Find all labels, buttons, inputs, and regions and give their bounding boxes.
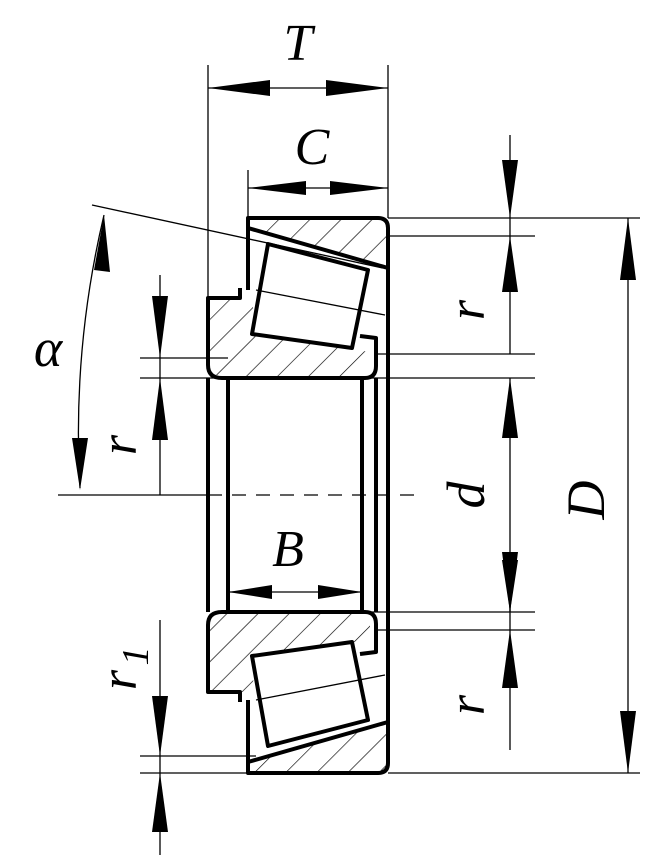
label-d: d — [436, 481, 496, 509]
outer-ring-bottom — [246, 640, 390, 775]
labels: T C α B r d D r r r 1 — [34, 15, 616, 715]
bore — [206, 355, 390, 640]
label-alpha: α — [34, 318, 64, 378]
roller-bottom — [250, 640, 386, 748]
label-T: T — [284, 15, 316, 72]
dimension-D — [620, 218, 636, 773]
dimension-C — [248, 181, 388, 195]
label-r1-sub: 1 — [115, 647, 157, 666]
label-D: D — [556, 481, 616, 521]
dimension-B — [228, 585, 362, 599]
label-r-left: r — [91, 434, 148, 455]
dimension-r1-left — [152, 620, 168, 855]
label-r1: r 1 — [91, 647, 157, 691]
outer-ring-top — [246, 216, 390, 355]
dimension-r-upper-right — [502, 135, 518, 354]
label-r-lower-right: r — [439, 694, 496, 715]
inner-ring-top — [206, 288, 378, 380]
dimension-T — [208, 80, 388, 96]
extension-lines — [58, 65, 640, 774]
dimension-r-left — [152, 275, 168, 495]
label-r-upper-right: r — [439, 299, 496, 320]
inner-ring-bottom — [206, 610, 378, 702]
label-B: B — [272, 521, 304, 578]
label-C: C — [295, 119, 331, 176]
dimension-r-lower-right — [502, 560, 518, 750]
dimension-alpha — [72, 214, 110, 490]
roller-top — [250, 242, 386, 350]
label-r1-main: r — [91, 669, 148, 690]
